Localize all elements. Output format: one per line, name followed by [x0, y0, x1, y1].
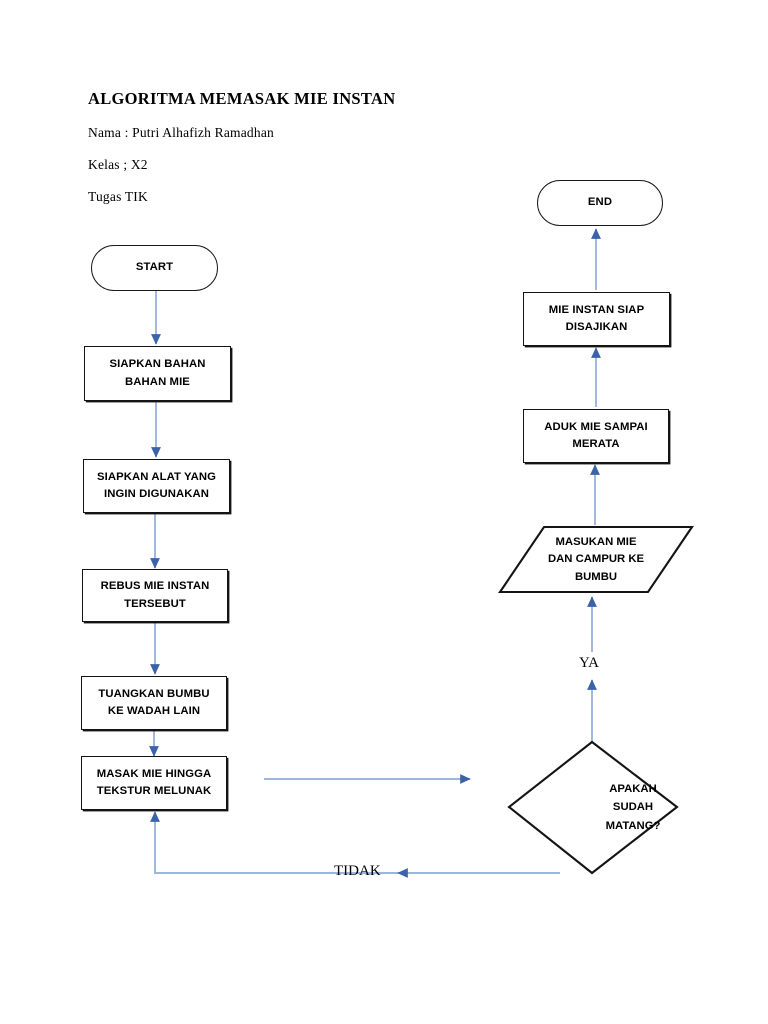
node-siapkan-alat-line1: SIAPKAN ALAT YANG	[96, 470, 217, 483]
node-decision-line3: MATANG?	[605, 819, 661, 832]
node-siapkan-bahan-line2: BAHAN MIE	[125, 375, 190, 388]
node-masukan-mie-shape	[498, 525, 694, 594]
node-tuangkan-bumbu-line1: TUANGKAN BUMBU	[98, 687, 210, 700]
node-masukan-mie[interactable]: MASUKAN MIE DAN CAMPUR KE BUMBU	[498, 525, 694, 595]
node-tuangkan-bumbu-line2: KE WADAH LAIN	[107, 705, 201, 717]
node-tuangkan-bumbu[interactable]: TUANGKAN BUMBU KE WADAH LAIN	[81, 676, 227, 730]
task-line: Tugas TIK	[88, 189, 148, 204]
node-siapkan-alat-line2: INGIN DIGUNAKAN	[103, 488, 210, 500]
node-masak-mie-line1: MASAK MIE HINGGA	[96, 767, 212, 780]
page-title: ALGORITMA MEMASAK MIE INSTAN	[88, 89, 396, 108]
node-mie-siap-line1: MIE INSTAN SIAP	[548, 303, 645, 316]
node-decision-label: APAKAH SUDAH MATANG?	[600, 780, 666, 835]
branch-label-ya: YA	[579, 655, 600, 671]
node-siapkan-bahan-line1: SIAPKAN BAHAN	[109, 358, 206, 370]
node-decision-line1: APAKAH	[609, 783, 657, 795]
node-end[interactable]: END	[537, 180, 663, 226]
node-masukan-mie-line1: MASUKAN MIE	[555, 535, 637, 548]
node-decision-line2: SUDAH	[612, 801, 654, 814]
node-rebus-mie-line1: REBUS MIE INSTAN	[100, 580, 210, 592]
node-aduk-mie-line2: MERATA	[572, 438, 620, 450]
node-siapkan-bahan[interactable]: SIAPKAN BAHAN BAHAN MIE	[84, 346, 231, 401]
node-start-label: START	[135, 261, 174, 274]
class-line: Kelas ; X2	[88, 157, 148, 172]
node-rebus-mie-line2: TERSEBUT	[124, 597, 186, 610]
node-mie-siap-line2: DISAJIKAN	[565, 321, 628, 333]
node-masak-mie-line2: TEKSTUR MELUNAK	[96, 785, 212, 797]
node-aduk-mie-line1: ADUK MIE SAMPAI	[544, 420, 648, 433]
node-masukan-mie-label: MASUKAN MIE DAN CAMPUR KE BUMBU	[498, 525, 694, 595]
node-masukan-mie-line3: BUMBU	[574, 570, 618, 583]
node-siapkan-alat[interactable]: SIAPKAN ALAT YANG INGIN DIGUNAKAN	[83, 459, 230, 513]
node-aduk-mie[interactable]: ADUK MIE SAMPAI MERATA	[523, 409, 669, 463]
node-end-label: END	[587, 196, 613, 209]
node-masukan-mie-line2: DAN CAMPUR KE	[547, 553, 645, 566]
node-masak-mie[interactable]: MASAK MIE HINGGA TEKSTUR MELUNAK	[81, 756, 227, 810]
author-name-line: Nama : Putri Alhafizh Ramadhan	[88, 125, 274, 140]
node-mie-siap[interactable]: MIE INSTAN SIAP DISAJIKAN	[523, 292, 670, 346]
branch-label-tidak: TIDAK	[334, 863, 381, 879]
node-rebus-mie[interactable]: REBUS MIE INSTAN TERSEBUT	[82, 569, 228, 622]
node-start[interactable]: START	[91, 245, 218, 291]
node-decision-shape[interactable]	[505, 736, 685, 881]
